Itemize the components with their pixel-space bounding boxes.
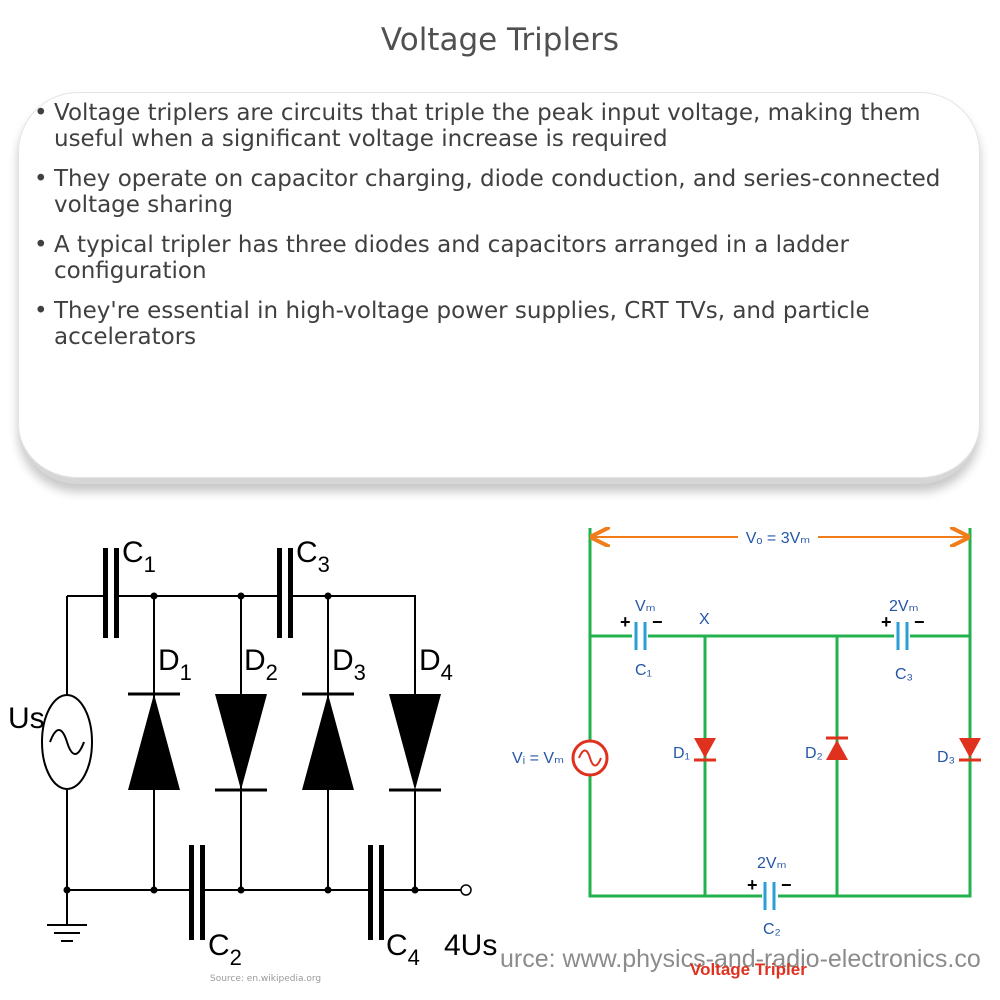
diode-d3-right-icon [959,738,981,762]
bullet-text: A typical tripler has three diodes and c… [54,232,849,284]
ac-source-right-icon [571,739,609,777]
right-source-note: urce: www.physics-and-radio-electronics.… [500,945,981,973]
bullet-item: •A typical tripler has three diodes and … [32,232,962,284]
label-source: Us [8,702,45,735]
diode-d4-icon [389,694,441,792]
bullet-dot: • [34,298,48,324]
capacitor-c2-right [763,882,776,910]
label-c1-right: C₁ [635,662,652,679]
ac-source-icon [41,694,93,790]
node-dot [150,592,158,600]
label-d1-right: D₁ [673,745,690,762]
bullet-text: They're essential in high-voltage power … [54,298,870,350]
bullet-text: They operate on capacitor charging, diod… [54,166,941,218]
label-d3-right: D₃ [937,749,955,766]
capacitor-c3-right [896,622,909,650]
page-title: Voltage Triplers [380,22,620,58]
label-vi: Vᵢ = Vₘ [512,750,564,767]
node-dot [237,592,245,600]
label-c1-minus: − [652,612,663,632]
node-dot [411,886,419,894]
label-c2: C2 [208,929,242,970]
label-c3: C3 [296,536,330,577]
label-c3-minus: − [914,612,925,632]
label-d3: D3 [332,644,366,685]
bullet-item: •They're essential in high-voltage power… [32,298,962,350]
bullet-text: Voltage triplers are circuits that tripl… [54,100,921,152]
label-d2-right: D₂ [805,745,823,762]
left-source-note: Source: en.wikipedia.org [210,974,322,984]
diode-d2-right-icon [826,736,848,760]
capacitor-c1-right [634,622,647,650]
label-output: 4Us [444,929,497,962]
node-dot [324,592,332,600]
bullet-card [18,92,980,484]
label-c3-voltage: 2Vₘ [889,598,919,615]
label-d4: D4 [419,644,453,685]
label-c2-minus: − [781,875,792,895]
label-x: X [699,611,710,628]
node-dots [63,592,419,894]
right-circuit-diagram: Vₒ = 3Vₘ Vₘ C₁ X 2Vₘ C₃ 2Vₘ C₂ Vᵢ = Vₘ [512,525,981,938]
node-dot [150,886,158,894]
diode-d1-icon [128,692,180,790]
bullet-list: •Voltage triplers are circuits that trip… [32,100,962,364]
label-d2: D2 [244,644,278,685]
diode-d1-right-icon [694,738,716,762]
bullet-item: •They operate on capacitor charging, dio… [32,166,962,218]
bullet-item: •Voltage triplers are circuits that trip… [32,100,962,152]
right-diagram-caption: Voltage Tripler [690,960,807,979]
node-dot [237,886,245,894]
label-c2-right: C₂ [763,921,781,938]
bullet-dot: • [34,166,48,192]
left-circuit-diagram: C1 C3 C2 C4 D1 D2 D3 D4 Us 4Us [8,536,497,970]
node-dot [324,886,332,894]
diode-d2-icon [215,694,267,792]
capacitor-c1 [103,548,119,638]
bullet-dot: • [34,100,48,126]
diode-d3-icon [302,692,354,790]
label-c1: C1 [122,536,156,577]
label-c3-plus: + [881,612,892,632]
label-c1-voltage: Vₘ [635,598,656,615]
ground-icon [47,924,87,942]
label-c2-plus: + [747,875,758,895]
node-dot [63,886,71,894]
label-c3-right: C₃ [895,666,913,683]
capacitor-c3 [277,548,293,638]
capacitor-c4 [368,845,384,940]
label-vo: Vₒ = 3Vₘ [746,530,810,547]
output-terminal [460,884,472,896]
label-d1: D1 [158,644,192,685]
label-c4: C4 [386,929,420,970]
bullet-dot: • [34,232,48,258]
capacitor-c2 [189,845,205,940]
label-c2-voltage: 2Vₘ [757,855,787,872]
label-c1-plus: + [620,612,631,632]
